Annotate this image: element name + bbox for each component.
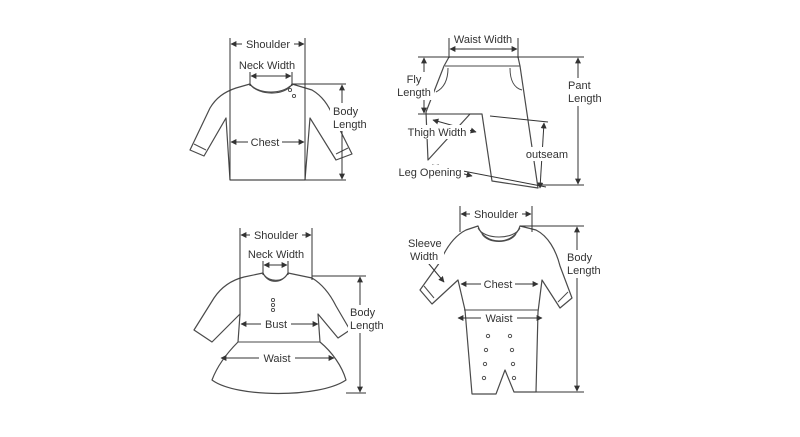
romper-collar-inner <box>481 233 517 242</box>
romper-snap <box>483 347 489 353</box>
romper-collar <box>477 227 521 238</box>
romper-waist-label: Waist <box>485 313 512 325</box>
dress-collar <box>263 274 288 281</box>
dress-length-label: Length <box>350 320 384 332</box>
shirt-shoulder-label: Shoulder <box>246 39 290 51</box>
pants-thigh-width-label: Thigh Width <box>408 127 467 139</box>
pants-fly-length-label: Length <box>397 87 431 99</box>
shirt-button <box>287 87 293 93</box>
dress-button <box>270 297 276 303</box>
romper-cuff-left <box>423 285 435 299</box>
romper-snap <box>481 375 487 381</box>
romper-chest-label: Chest <box>484 279 513 291</box>
pants-pocket-right <box>509 67 523 91</box>
dress-diagram: Shoulder Neck Width Bust Waist Body Leng… <box>193 228 388 395</box>
romper-diagram: Shoulder Sleeve Width Chest Waist Body L… <box>404 206 605 395</box>
romper-snap <box>511 375 517 381</box>
dress-button <box>270 302 276 308</box>
pants-pocket-left <box>435 67 449 93</box>
pants-diagram: Waist Width Fly Length Pant Length Thigh… <box>396 32 606 189</box>
romper-sleeve-label: Sleeve <box>408 238 442 250</box>
shirt-diagram: Shoulder Neck Width Chest Body Length <box>189 37 370 181</box>
shirt-cuff-left <box>193 143 207 151</box>
dress-waist-label: Waist <box>263 353 290 365</box>
shirt-outline <box>189 83 353 181</box>
shirt-length-label: Length <box>333 119 367 131</box>
shirt-chest-label: Chest <box>251 137 280 149</box>
pants-fly-label: Fly <box>407 74 422 86</box>
romper-snap <box>510 361 516 367</box>
shirt-button <box>291 93 297 99</box>
romper-snap <box>485 333 491 339</box>
dress-body-label: Body <box>350 307 376 319</box>
romper-body-label: Body <box>567 252 593 264</box>
pants-outseam-label: outseam <box>526 149 568 161</box>
romper-snap <box>482 361 488 367</box>
dress-outline <box>193 272 351 395</box>
romper-shoulder-label: Shoulder <box>474 209 518 221</box>
dress-button <box>270 307 276 313</box>
romper-width-label: Width <box>410 251 438 263</box>
dress-neck-width-label: Neck Width <box>248 249 304 261</box>
shirt-neck-width-label: Neck Width <box>239 60 295 72</box>
romper-length-label: Length <box>567 265 601 277</box>
romper-snap <box>509 347 515 353</box>
shirt-collar <box>251 85 291 93</box>
shirt-body-label: Body <box>333 106 359 118</box>
pants-length-label: Length <box>568 93 602 105</box>
pants-pant-label: Pant <box>568 80 591 92</box>
pants-leg-opening-label: Leg Opening <box>399 167 462 179</box>
dress-shoulder-label: Shoulder <box>254 230 298 242</box>
pants-waist-width-label: Waist Width <box>454 34 512 46</box>
romper-snap <box>507 333 513 339</box>
pants-outseam-guide <box>489 115 549 123</box>
romper-cuff-right <box>557 291 569 303</box>
dress-bust-label: Bust <box>265 319 287 331</box>
